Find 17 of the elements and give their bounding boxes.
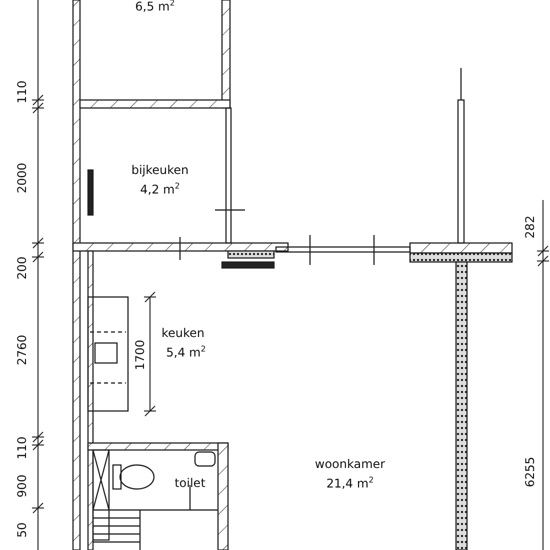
room-label: woonkamer bbox=[314, 458, 386, 470]
dimension-label: 282 bbox=[524, 216, 536, 238]
room-label: toilet bbox=[174, 477, 206, 489]
room-label: bijkeuken bbox=[131, 164, 189, 176]
dimension-label: 900 bbox=[16, 474, 28, 498]
area-label: 21,4 m$^{2}$ bbox=[326, 476, 374, 490]
dimension-label: 200 bbox=[16, 256, 28, 280]
room-label: keuken bbox=[161, 327, 205, 339]
dimension-label: 1700 bbox=[134, 340, 146, 370]
dimension-label: 2760 bbox=[16, 334, 28, 366]
dimension-label: 2000 bbox=[16, 162, 28, 194]
dimension-label: 110 bbox=[16, 80, 28, 104]
dimension-label: 110 bbox=[16, 436, 28, 460]
dimension-label: 50 bbox=[16, 522, 28, 538]
dimension-label: 6255 bbox=[524, 456, 536, 488]
area-label: 4,2 m$^{2}$ bbox=[140, 182, 180, 196]
area-label: 5,4 m$^{2}$ bbox=[166, 346, 206, 358]
